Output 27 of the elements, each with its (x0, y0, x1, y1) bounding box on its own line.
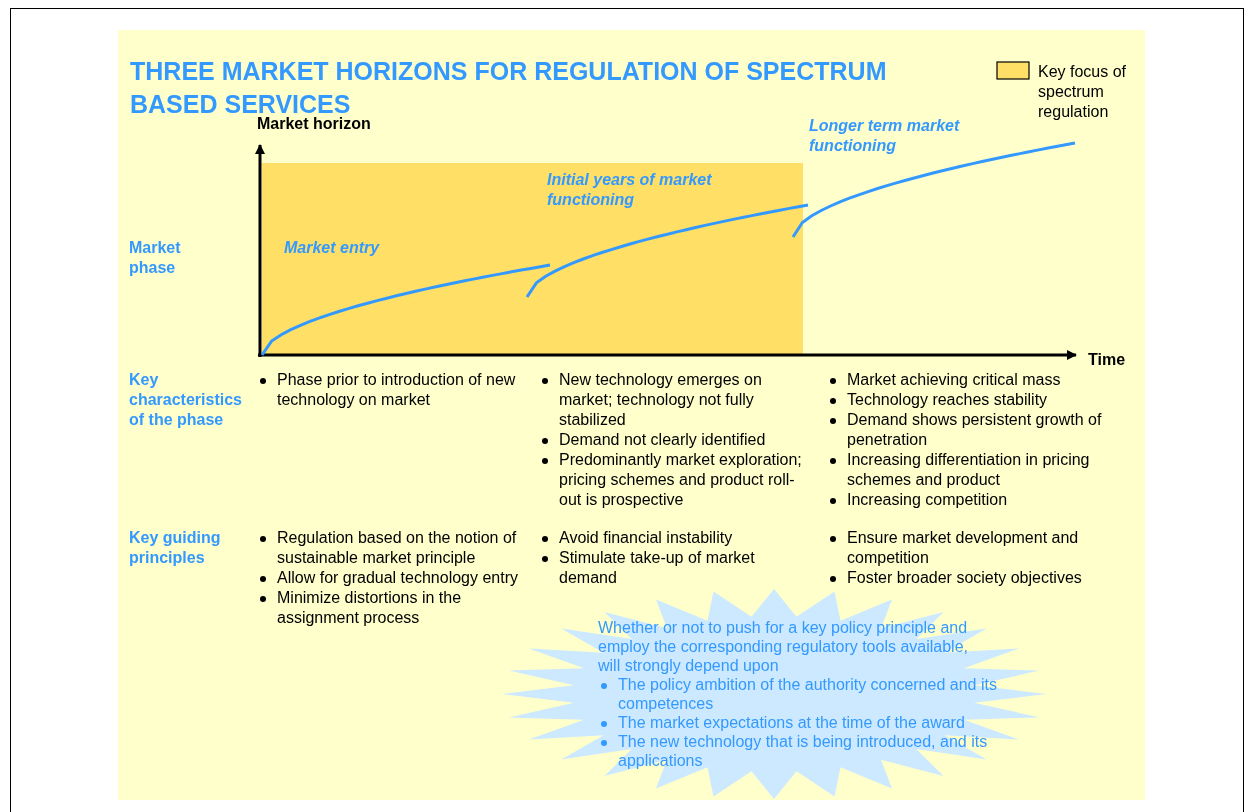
list-item: Market achieving critical mass (847, 371, 1061, 388)
list-item: Ensure market development and competition (847, 529, 1079, 566)
legend-text: Key focus of spectrum regulation (1038, 62, 1128, 122)
list-item: Predominantly market exploration; pricing schemes and product roll-out is prospective (559, 451, 802, 508)
list-item: Minimize distortions in the assignment process (277, 589, 462, 626)
list-item: Increasing differentiation in pricing schemes and product (847, 451, 1090, 488)
phase-label: Market entry (284, 238, 381, 258)
list-item: Stimulate take-up of market demand (559, 549, 755, 586)
list-item: The new technology that is being introduced, and its applications (618, 733, 988, 769)
list-item: The market expectations at the time of the award (618, 714, 965, 731)
list-item: Regulation based on the notion of sustainable market principle (277, 529, 517, 566)
phase-label: Initial years of market functioning (547, 170, 713, 210)
list-item: Avoid financial instability (559, 529, 733, 546)
row-heading: Key characteristics of the phase (129, 370, 243, 430)
callout-text: Whether or not to push for a key policy principle and employ the corresponding regulatory tools available, will strongly depend upon (598, 618, 969, 675)
list-item: Technology reaches stability (847, 391, 1048, 408)
phase-label: Longer term market functioning (809, 116, 961, 156)
list-item: Allow for gradual technology entry (277, 569, 519, 586)
row-heading: Key guiding principles (129, 528, 222, 568)
row-heading: Market phase (129, 238, 182, 278)
list-item: Phase prior to introduction of new technology on market (277, 371, 516, 408)
list-item: New technology emerges on market; technology not fully stabilized (559, 371, 762, 428)
list-item: Increasing competition (847, 491, 1008, 508)
list-item: The policy ambition of the authority concerned and its competences (618, 676, 997, 712)
list-item: Demand not clearly identified (559, 431, 766, 448)
list-item: Demand shows persistent growth of penetration (847, 411, 1102, 448)
axis-label: Time (1088, 350, 1127, 370)
